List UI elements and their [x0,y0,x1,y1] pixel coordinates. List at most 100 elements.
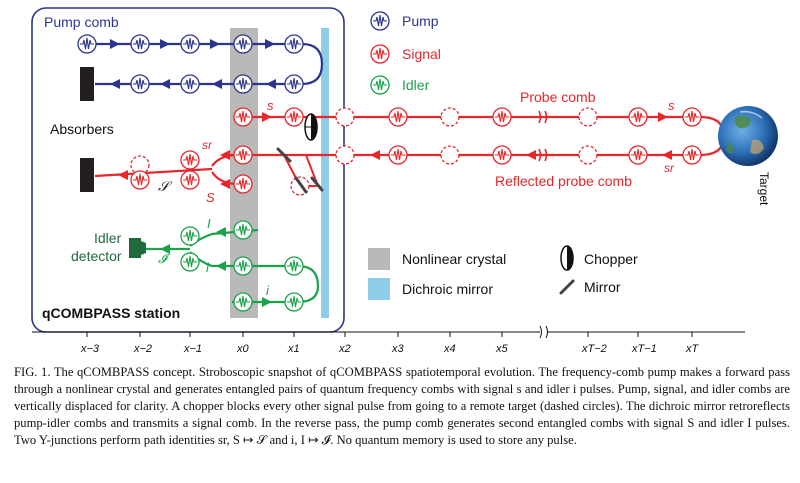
legend-crystal-swatch [368,248,390,270]
signal-pulse [492,145,512,165]
caption-body: The qCOMBPASS concept. Stroboscopic snap… [14,365,790,447]
target-globe [718,106,778,166]
pump-comb-label: Pump comb [44,14,119,30]
arrowhead [266,79,276,89]
legend-mirror-label: Mirror [584,279,621,295]
chopper [304,113,318,141]
pump-absorber [80,67,94,101]
pump-pulse [130,74,150,94]
signal-S-script-label: 𝒮 [158,178,173,194]
legend-dichroic-label: Dichroic mirror [402,281,493,297]
arrowhead [210,39,220,49]
arrowhead [265,39,275,49]
idler-I-label: I [207,216,211,231]
signal-pulse [440,145,460,165]
signal-pulse [578,145,598,165]
idler-pulse [233,220,253,240]
legend-chopper-label: Chopper [584,251,638,267]
legend-pump-label: Pump [402,13,439,29]
signal-pulse [682,145,702,165]
axis-tick-label: x1 [287,343,300,355]
axis-tick-label: x5 [495,343,509,355]
arrowhead [216,261,226,271]
figure-caption: FIG. 1. The qCOMBPASS concept. Strobosco… [14,364,790,449]
signal-pulse [130,155,150,175]
idler-pulse [180,252,200,272]
pump-pulse [233,74,253,94]
axis-tick-label: xT [685,343,700,355]
target-label: Target [757,172,771,206]
axis-tick-label: x−1 [183,343,202,355]
arrows [110,39,672,307]
axis-tick-label: x−3 [80,343,100,355]
idler-pulse [233,256,253,276]
signal-pulse [388,145,408,165]
idler-pulse [284,256,304,276]
axis-tick-label: x2 [338,343,351,355]
axis-tick-label: x0 [236,343,250,355]
signal-pulse [628,107,648,127]
idler-pulse [233,292,253,312]
signal-pulse [682,107,702,127]
axis-tick-label: xT−1 [631,343,657,355]
arrowhead [658,112,668,122]
pulses [77,34,702,312]
pump-pulse [77,34,97,54]
dichroic-mirror [321,28,329,318]
idler-detector-label-2: detector [71,248,122,264]
legend-crystal-label: Nonlinear crystal [402,251,506,267]
signal-pulse [180,150,200,170]
position-axis [32,325,745,339]
arrowhead [110,79,120,89]
station-title: qCOMBPASS station [42,305,180,321]
legend-mirror-icon [559,279,575,295]
axis-tick-label: xT−2 [581,343,607,355]
arrowhead [110,39,120,49]
pump-pulse [284,34,304,54]
arrowhead [212,79,222,89]
signal-pulse [233,174,253,194]
legend-idler-label: Idler [402,77,430,93]
arrowhead [160,79,170,89]
legend-pump-pulse [370,11,390,31]
legend-chopper-icon [560,245,574,271]
arrowhead [370,150,380,160]
pump-pulse [284,74,304,94]
signal-pulse [180,170,200,190]
legend-idler-pulse [370,75,390,95]
signal-sr-label-station: sr [202,138,213,152]
signal-pulse [388,107,408,127]
legend-dichroic-swatch [368,278,390,300]
signal-pulse [578,107,598,127]
signal-pulse [492,107,512,127]
signal-pulse [440,107,460,127]
signal-s-label-probe: s [668,98,675,113]
break-marks [538,110,548,162]
arrowhead [220,150,230,160]
signal-S-label: S [206,190,215,205]
caption-head: FIG. 1. [14,365,51,379]
arrowhead [262,297,272,307]
idler-i-label-y: i [206,260,210,275]
arrowhead [216,227,226,237]
mirror [276,147,324,194]
arrowhead [262,112,272,122]
legend-signal-label: Signal [402,46,441,62]
pump-pulse [130,34,150,54]
arrowhead [662,150,672,160]
idler-pulse [180,226,200,246]
axis-tick-label: x3 [391,343,405,355]
idler-pulse [284,292,304,312]
axis-tick-label: x−2 [133,343,152,355]
signal-pulse [335,107,355,127]
signal-pulse [284,107,304,127]
idler-detector-label-1: Idler [94,230,122,246]
arrowhead [118,170,128,180]
signal-pulse [628,145,648,165]
signal-absorber [80,158,94,192]
qcombpass-diagram: Pump comb Absorbers Idler detector qCOMB… [31,7,778,355]
signal-pulse [233,107,253,127]
pump-pulse [233,34,253,54]
legend-pulses [370,11,390,95]
